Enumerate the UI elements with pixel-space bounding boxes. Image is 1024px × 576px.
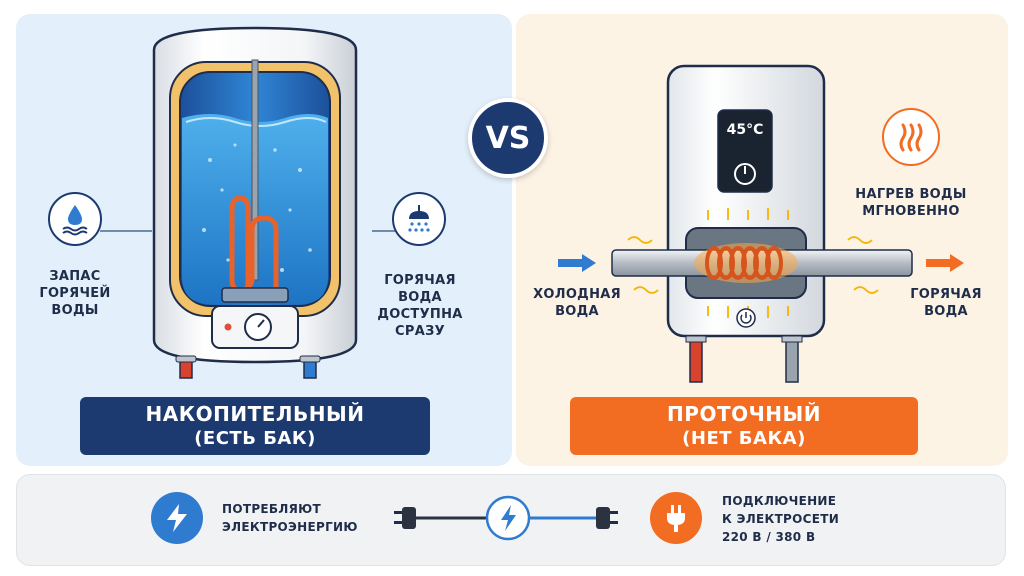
power-cord-icon	[394, 495, 618, 541]
cold-water-label: ХОЛОДНАЯ ВОДА	[533, 287, 621, 319]
plug-icon	[650, 492, 702, 544]
temperature-display: 45°C	[718, 116, 772, 140]
storage-type-title: НАКОПИТЕЛЬНЫЙ	[145, 402, 365, 426]
storage-type-subtitle: (ЕСТЬ БАК)	[194, 428, 316, 449]
water-drop-waves-icon	[48, 192, 102, 246]
storage-heater-illustration	[152, 26, 358, 379]
hot-water-label: ГОРЯЧАЯ ВОДА	[910, 287, 982, 319]
vs-badge: VS	[468, 98, 548, 178]
shower-head-icon	[392, 192, 446, 246]
temperature-value: 45°C	[726, 122, 764, 138]
storage-connector-lines	[100, 230, 400, 232]
instant-type-subtitle: (НЕТ БАКА)	[682, 428, 806, 449]
consumes-electricity-label: ПОТРЕБЛЯЮТ ЭЛЕКТРОЭНЕРГИЮ	[222, 502, 358, 534]
stored-hot-water-label: ЗАПАС ГОРЯЧЕЙ ВОДЫ	[39, 269, 111, 318]
instant-type-banner: ПРОТОЧНЫЙ (НЕТ БАКА)	[570, 397, 918, 455]
instant-hot-water-label: ГОРЯЧАЯ ВОДА ДОСТУПНА СРАЗУ	[377, 273, 463, 339]
heat-waves-icon	[882, 108, 940, 166]
instant-heater-illustration	[611, 64, 913, 383]
lightning-icon	[151, 492, 203, 544]
storage-type-banner: НАКОПИТЕЛЬНЫЙ (ЕСТЬ БАК)	[80, 397, 430, 455]
grid-connection-label: ПОДКЛЮЧЕНИЕ К ЭЛЕКТРОСЕТИ 220 В / 380 В	[722, 494, 840, 544]
instant-heating-label: НАГРЕВ ВОДЫ МГНОВЕННО	[855, 187, 967, 219]
instant-type-title: ПРОТОЧНЫЙ	[667, 402, 821, 426]
cold-water-arrow-icon	[558, 254, 596, 272]
hot-water-arrow-icon	[926, 254, 964, 272]
